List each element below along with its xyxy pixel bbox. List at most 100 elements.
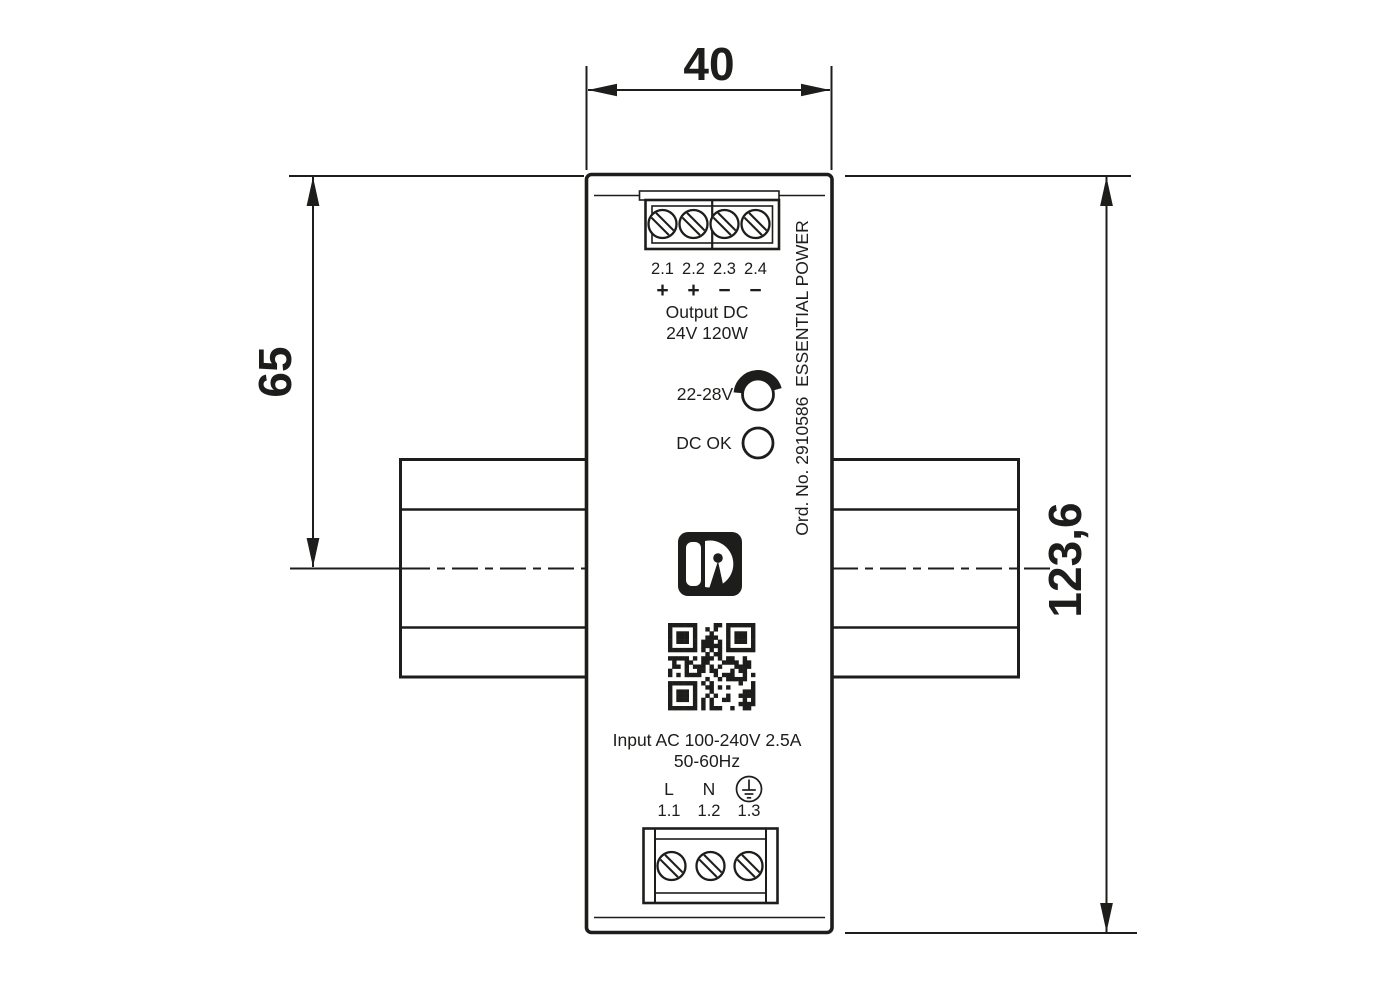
- qr-module: [709, 706, 714, 711]
- qr-module: [746, 623, 752, 628]
- qr-module: [676, 647, 681, 653]
- qr-module: [684, 668, 689, 674]
- qr-module: [738, 635, 743, 640]
- qr-module: [701, 706, 706, 711]
- qr-module: [742, 660, 748, 665]
- qr-module: [730, 656, 735, 661]
- qr-module: [713, 623, 719, 628]
- qr-module: [751, 635, 756, 640]
- qr-module: [734, 639, 739, 644]
- qr-module: [672, 660, 677, 665]
- qr-module: [717, 656, 723, 661]
- qr-module: [676, 664, 681, 669]
- output-screw-terminals: [647, 208, 771, 240]
- qr-module: [726, 656, 731, 661]
- qr-module: [709, 647, 714, 653]
- logo-dot: [713, 553, 723, 563]
- arrowhead-bottom: [1100, 903, 1113, 932]
- qr-module: [680, 689, 685, 694]
- qr-module: [668, 623, 673, 628]
- qr-module: [717, 639, 723, 644]
- dimension-width-40: 40: [585, 38, 833, 170]
- input-terminal-l-label: L: [664, 779, 674, 799]
- qr-module: [697, 668, 702, 674]
- qr-module: [726, 647, 731, 653]
- qr-module: [692, 623, 698, 628]
- qr-module: [684, 681, 689, 686]
- qr-module: [730, 672, 735, 678]
- qr-module: [751, 693, 756, 698]
- input-terminal-block: [642, 827, 779, 905]
- qr-module: [701, 639, 706, 644]
- qr-module: [713, 672, 719, 678]
- qr-module: [751, 627, 756, 632]
- qr-module: [701, 664, 706, 669]
- qr-module: [676, 681, 681, 686]
- qr-module: [717, 643, 723, 649]
- qr-module: [709, 664, 714, 669]
- qr-module: [734, 635, 739, 640]
- dc-ok-label: DC OK: [676, 433, 732, 453]
- qr-module: [713, 643, 719, 649]
- qr-module: [746, 689, 752, 694]
- qr-module: [709, 681, 714, 686]
- voltage-adjust-potentiometer: [741, 377, 775, 412]
- qr-module: [738, 668, 743, 674]
- qr-module: [751, 681, 756, 686]
- qr-module: [738, 681, 743, 686]
- qr-module: [672, 647, 677, 653]
- qr-module: [742, 676, 748, 682]
- arrowhead-right: [801, 83, 830, 97]
- qr-module: [705, 652, 710, 657]
- qr-module: [692, 647, 698, 653]
- arrowhead-top: [1100, 177, 1113, 206]
- screw-terminal-icon: [647, 208, 678, 240]
- qr-module: [709, 689, 714, 694]
- arrowhead-bottom: [306, 538, 320, 567]
- qr-module: [742, 689, 748, 694]
- qr-module: [684, 689, 689, 694]
- qr-module: [726, 697, 731, 703]
- screw-terminal-icon: [709, 208, 740, 240]
- qr-module: [676, 689, 681, 694]
- qr-module: [680, 647, 685, 653]
- qr-module: [742, 623, 748, 628]
- front-controls: 22-28V DC OK: [676, 370, 782, 460]
- qr-module: [709, 656, 714, 661]
- qr-module: [676, 706, 681, 711]
- qr-module: [688, 672, 694, 678]
- qr-module: [751, 639, 756, 644]
- qr-module: [705, 676, 710, 682]
- qr-module: [730, 647, 735, 653]
- qr-module: [709, 697, 714, 703]
- qr-module: [709, 639, 714, 644]
- qr-module: [742, 664, 748, 669]
- qr-module: [742, 639, 748, 644]
- qr-module: [746, 647, 752, 653]
- dimension-height-123-6: 123,6: [845, 175, 1137, 934]
- qr-module: [717, 685, 723, 690]
- qr-module: [688, 647, 694, 653]
- dimension-value-width: 40: [683, 38, 734, 90]
- output-polarity-sign: +: [687, 279, 699, 302]
- qr-module: [713, 652, 719, 657]
- qr-module: [746, 693, 752, 698]
- qr-module: [692, 656, 698, 661]
- screw-terminal-icon: [656, 850, 687, 882]
- qr-module: [680, 693, 685, 698]
- qr-module: [751, 689, 756, 694]
- qr-module: [684, 664, 689, 669]
- qr-module: [721, 660, 727, 665]
- qr-module: [742, 635, 748, 640]
- qr-module: [692, 701, 698, 707]
- qr-module: [701, 656, 706, 661]
- qr-module: [688, 660, 694, 665]
- screw-terminal-icon: [740, 208, 771, 240]
- screw-terminal-icon: [733, 850, 764, 882]
- qr-module: [738, 664, 743, 669]
- qr-module: [684, 697, 689, 703]
- qr-module: [668, 668, 673, 674]
- input-labels: Input AC 100-240V 2.5A 50-60Hz L N 1.1 1…: [613, 730, 802, 820]
- qr-module: [742, 631, 748, 636]
